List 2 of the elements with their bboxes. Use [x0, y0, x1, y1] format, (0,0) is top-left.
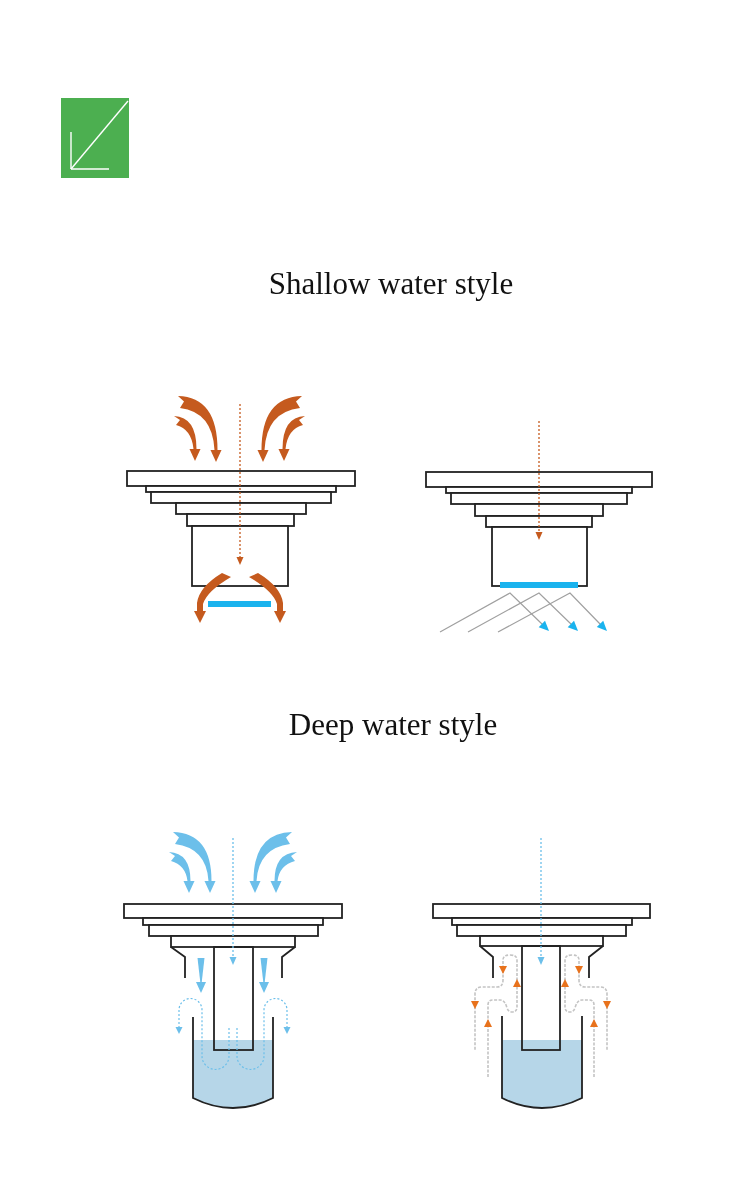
section-heading: Shallow water style	[268, 266, 514, 301]
section-heading: Deep water style	[288, 707, 498, 742]
